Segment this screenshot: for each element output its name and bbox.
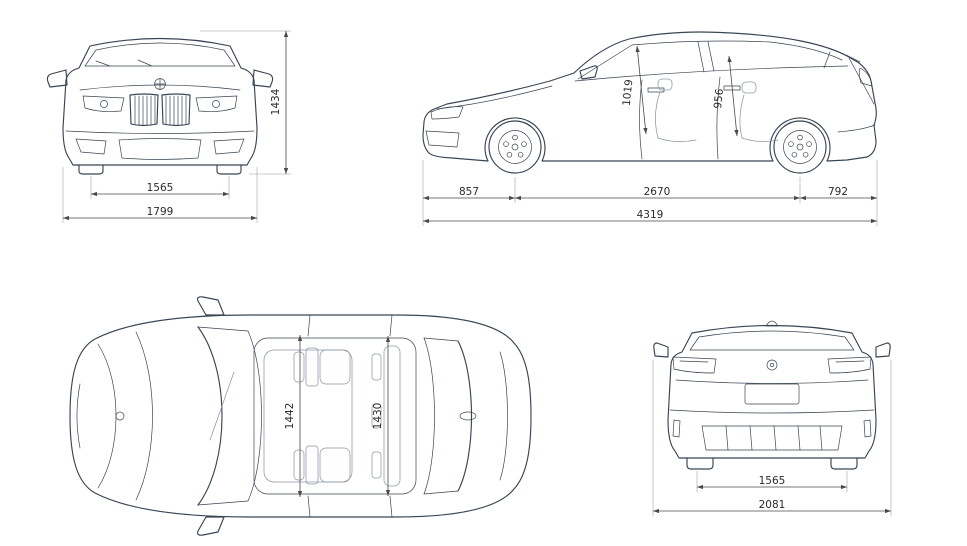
dim-front-track: 1565 [90,176,230,199]
dim-front-interior-width-value: 1442 [284,403,296,430]
front-wheels [78,164,242,175]
side-view: 1019 956 857 2670 792 4319 [422,31,878,226]
dim-rear-interior-height-value: 956 [712,88,726,110]
rear-taillights [672,356,872,374]
dim-front-overhang-value: 857 [459,186,479,198]
side-front-wheel [488,120,542,174]
dim-rear-interior-width-value: 1430 [372,403,384,430]
dim-overall-length-value: 4319 [637,209,664,221]
top-view: 1442 1430 [69,296,532,536]
dim-rear-track-value: 1565 [759,475,786,487]
dim-overall-width: 1799 [62,167,258,223]
front-roundel-icon [154,78,166,90]
front-kidney-grille [129,93,191,127]
dim-front-interior-height: 1019 [621,45,648,135]
side-seats [655,78,779,142]
top-seats [293,345,401,487]
side-ground-dims: 857 2670 792 4319 [422,160,878,226]
dim-overall-width-value: 1799 [147,206,174,218]
rear-roundel-icon [766,359,778,371]
rear-wheels [686,457,858,470]
side-rear-wheel [773,120,827,174]
rear-mirrors [653,342,891,358]
dim-front-track-value: 1565 [147,182,174,194]
top-body [69,314,532,518]
rear-view: 1565 2081 [652,320,892,516]
dim-width-incl-mirrors-value: 2081 [759,499,786,511]
front-view: 1434 1565 1799 [46,30,291,223]
front-body [46,37,274,166]
dim-rear-interior-width: 1430 [372,336,391,496]
dim-overall-height: 1434 [200,30,291,175]
dim-wheelbase-value: 2670 [644,186,671,198]
dim-front-interior-height-value: 1019 [621,79,636,107]
dim-rear-interior-height: 956 [712,55,739,137]
dim-rear-track: 1565 [696,471,848,492]
dim-rear-overhang-value: 792 [828,186,848,198]
rear-body [667,320,877,459]
dim-overall-height-value: 1434 [270,88,282,115]
front-headlights [82,95,238,112]
dim-width-incl-mirrors: 2081 [652,360,892,516]
dim-front-interior-width: 1442 [284,335,303,497]
top-mirrors [196,296,225,536]
front-bumper-intakes [75,138,245,160]
